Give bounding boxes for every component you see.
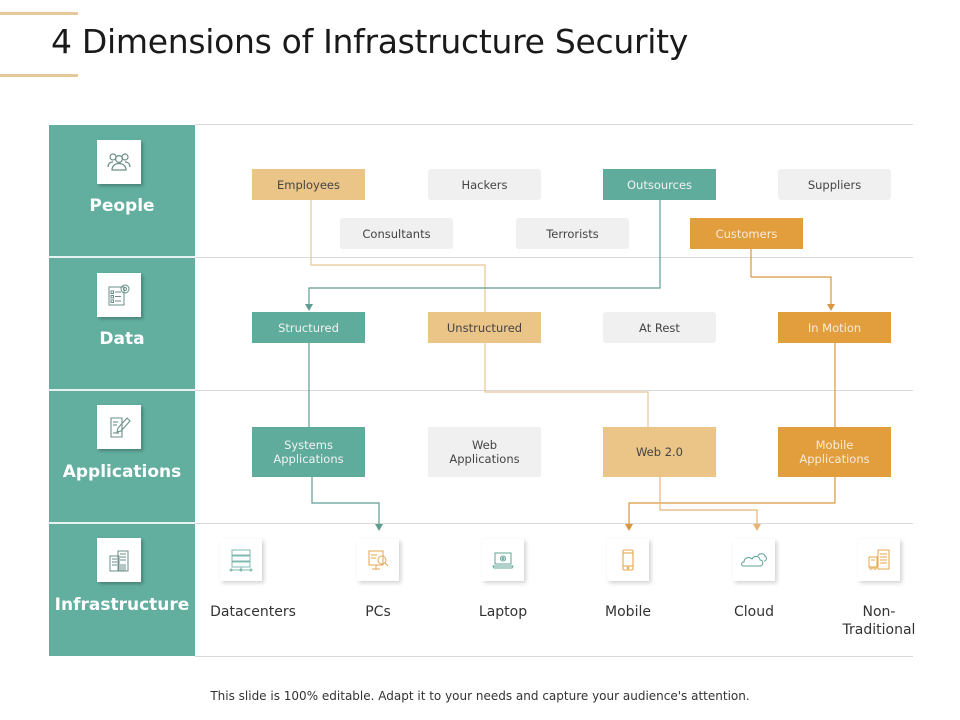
document-pen-icon bbox=[97, 405, 141, 449]
connector-employees-unstructured bbox=[310, 199, 486, 312]
grid-line bbox=[195, 124, 913, 125]
people-terrorists: Terrorists bbox=[516, 218, 629, 249]
people-group-icon bbox=[97, 140, 141, 184]
smartphone-icon bbox=[607, 539, 649, 581]
row-header-data: Data bbox=[49, 258, 195, 390]
grid-line bbox=[195, 390, 913, 391]
row-header-people: People bbox=[49, 125, 195, 257]
connector-mobileapps-mobile bbox=[628, 477, 836, 525]
server-rack-icon bbox=[220, 539, 262, 581]
row-label-applications: Applications bbox=[62, 462, 182, 482]
people-consultants: Consultants bbox=[340, 218, 453, 249]
machine-checklist-icon bbox=[858, 539, 900, 581]
app-label-line2: Applications bbox=[273, 452, 344, 466]
app-label-line1: Systems bbox=[284, 438, 333, 452]
data-checklist-gear-icon bbox=[97, 273, 141, 317]
buildings-icon bbox=[97, 538, 141, 582]
laptop-gear-icon bbox=[482, 539, 524, 581]
pc-search-icon bbox=[357, 539, 399, 581]
infra-label-cloud: Cloud bbox=[734, 604, 774, 620]
app-label-line1: Web bbox=[471, 438, 498, 452]
arrowhead bbox=[375, 524, 383, 531]
infra-label-datacenters: Datacenters bbox=[210, 604, 296, 620]
infra-label-line2: Traditional bbox=[842, 622, 916, 638]
app-systems-applications: Systems Applications bbox=[252, 427, 365, 477]
people-outsources: Outsources bbox=[603, 169, 716, 200]
arrowhead bbox=[305, 304, 313, 311]
row-label-people: People bbox=[89, 196, 155, 216]
grid-line bbox=[195, 523, 913, 524]
cloud-icon bbox=[733, 539, 775, 581]
grid-line bbox=[195, 656, 913, 657]
infra-label-non-traditional: Non- Traditional bbox=[824, 603, 934, 639]
row-header-infrastructure: Infrastructure bbox=[49, 524, 195, 656]
app-label-line1: Web 2.0 bbox=[635, 445, 684, 459]
row-label-infrastructure: Infrastructure bbox=[54, 595, 190, 615]
app-web-applications: Web Applications bbox=[428, 427, 541, 477]
app-web-2-0: Web 2.0 bbox=[603, 427, 716, 477]
people-suppliers: Suppliers bbox=[778, 169, 891, 200]
people-employees: Employees bbox=[252, 169, 365, 200]
arrowhead bbox=[827, 304, 835, 311]
infra-label-mobile: Mobile bbox=[605, 604, 651, 620]
connector-outsources-structured bbox=[308, 199, 661, 306]
data-at-rest: At Rest bbox=[603, 312, 716, 343]
app-label-line2: Applications bbox=[799, 452, 870, 466]
data-structured: Structured bbox=[252, 312, 365, 343]
page-title: 4 Dimensions of Infrastructure Security bbox=[51, 22, 688, 61]
title-accent-line-bottom bbox=[0, 74, 78, 77]
app-label-line1: Mobile bbox=[815, 438, 854, 452]
infra-label-line1: Non- bbox=[862, 604, 896, 620]
connector-unstructured-web20 bbox=[484, 343, 649, 427]
app-mobile-applications: Mobile Applications bbox=[778, 427, 891, 477]
grid-line bbox=[195, 257, 913, 258]
people-customers: Customers bbox=[690, 218, 803, 249]
title-accent-line-top bbox=[0, 12, 78, 15]
infra-label-pcs: PCs bbox=[365, 604, 391, 620]
infra-label-laptop: Laptop bbox=[478, 604, 528, 620]
row-separator bbox=[49, 389, 195, 391]
arrowhead bbox=[625, 524, 633, 531]
connector-systemsapps-pcs bbox=[311, 477, 380, 525]
data-in-motion: In Motion bbox=[778, 312, 891, 343]
row-separator bbox=[49, 256, 195, 258]
app-label-line2: Applications bbox=[449, 452, 520, 466]
row-separator bbox=[49, 522, 195, 524]
row-header-applications: Applications bbox=[49, 391, 195, 523]
arrowhead bbox=[753, 524, 761, 531]
data-unstructured: Unstructured bbox=[428, 312, 541, 343]
row-label-data: Data bbox=[99, 329, 145, 349]
footer-note: This slide is 100% editable. Adapt it to… bbox=[210, 689, 750, 703]
connector-web20-cloud bbox=[659, 477, 758, 525]
people-hackers: Hackers bbox=[428, 169, 541, 200]
